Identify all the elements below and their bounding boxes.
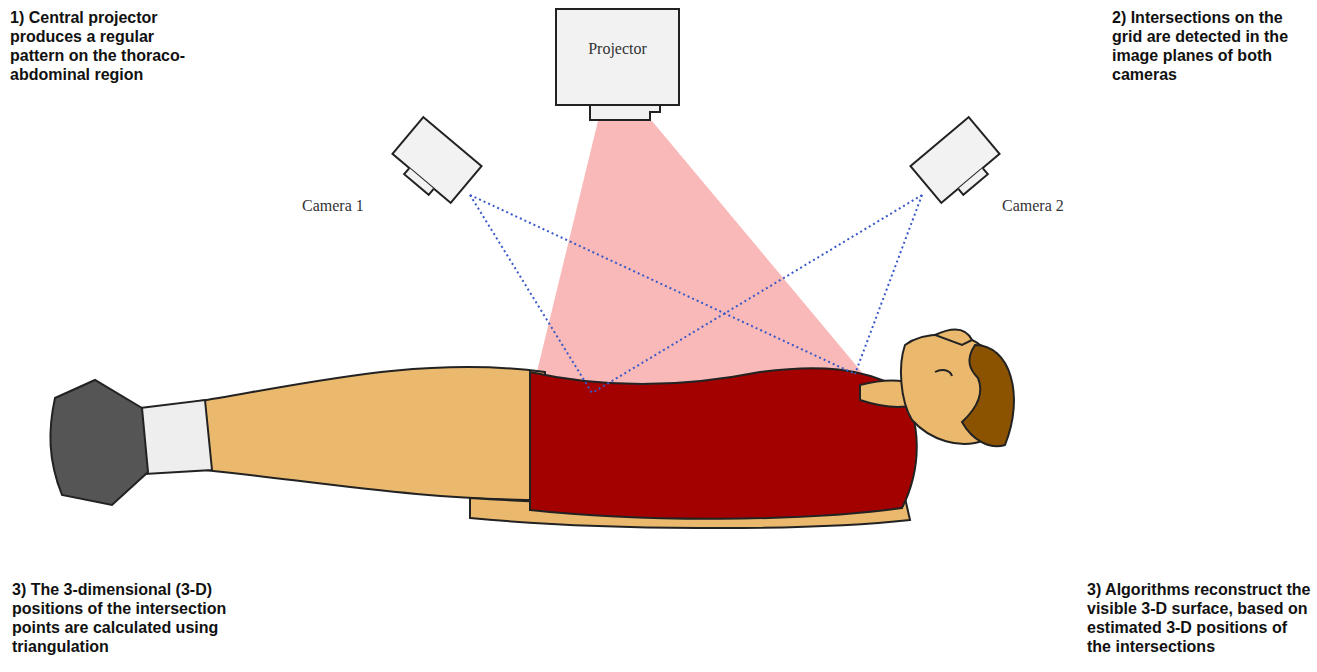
step-note: 2) Intersections on the grid are detecte… — [1112, 8, 1312, 84]
node-label: Projector — [557, 40, 678, 58]
camera-label: Camera 1 — [302, 197, 364, 215]
camera-2 — [910, 117, 1004, 209]
camera-1 — [387, 117, 481, 209]
nose — [935, 330, 972, 345]
shirt — [530, 368, 917, 519]
shoe — [50, 380, 148, 505]
sight-lines — [470, 195, 922, 393]
step-note: 1) Central projector produces a regular … — [10, 8, 210, 84]
hair — [962, 345, 1014, 446]
step-note: 3) Algorithms reconstruct the visible 3-… — [1087, 580, 1312, 656]
projector-lens — [590, 104, 660, 120]
step-note: 3) The 3-dimensional (3-D) positions of … — [12, 580, 262, 656]
light-cone — [533, 121, 875, 388]
leg — [195, 367, 545, 500]
projector-box: Projector — [555, 8, 680, 106]
sock — [140, 400, 212, 474]
camera-label: Camera 2 — [1002, 197, 1064, 215]
ear — [935, 370, 952, 376]
